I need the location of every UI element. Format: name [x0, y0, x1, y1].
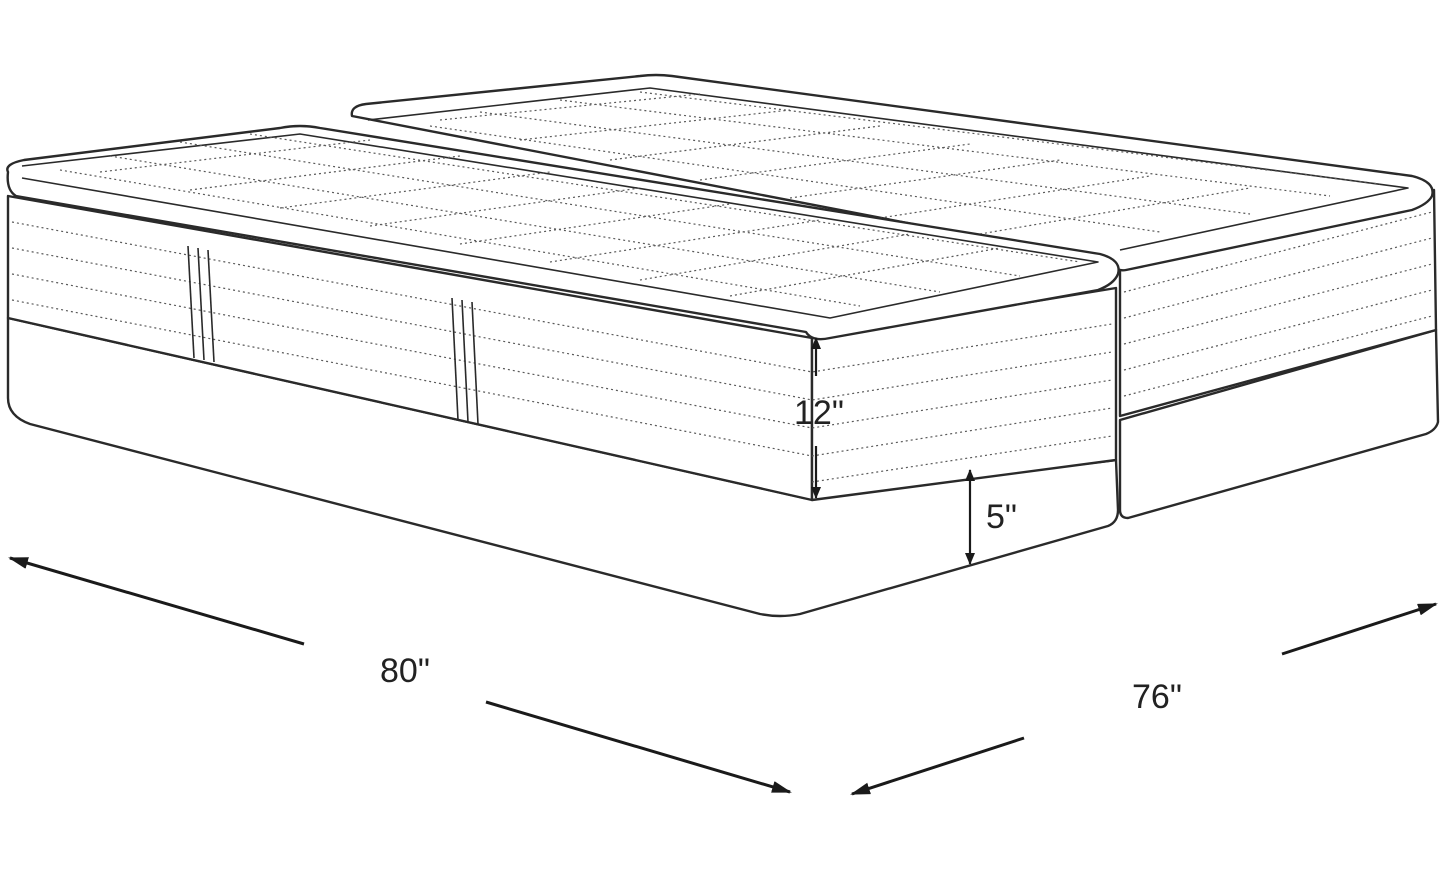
length-label: 80" — [380, 652, 430, 690]
top-height-label: 12" — [794, 394, 844, 432]
mattress-handles — [187, 245, 479, 425]
width-label: 76" — [1132, 678, 1182, 716]
back-side-stitching — [1123, 211, 1433, 397]
back-top-quilting — [429, 91, 1381, 235]
front-top-quilting — [59, 133, 1081, 307]
height-dimension-5: 5" — [965, 469, 1017, 565]
back-pillow-top — [350, 73, 1434, 272]
width-dimension-76: 76" — [850, 602, 1438, 796]
foundation-height-label: 5" — [986, 498, 1017, 536]
front-side-stitching — [11, 221, 1113, 483]
length-dimension-80: 80" — [8, 556, 792, 794]
front-foundation — [6, 316, 1120, 618]
front-mattress — [6, 124, 1120, 618]
height-dimension-12: 12" — [794, 337, 844, 499]
front-pillow-top — [6, 124, 1120, 341]
back-foundation — [1118, 328, 1440, 520]
back-mattress — [350, 73, 1440, 520]
